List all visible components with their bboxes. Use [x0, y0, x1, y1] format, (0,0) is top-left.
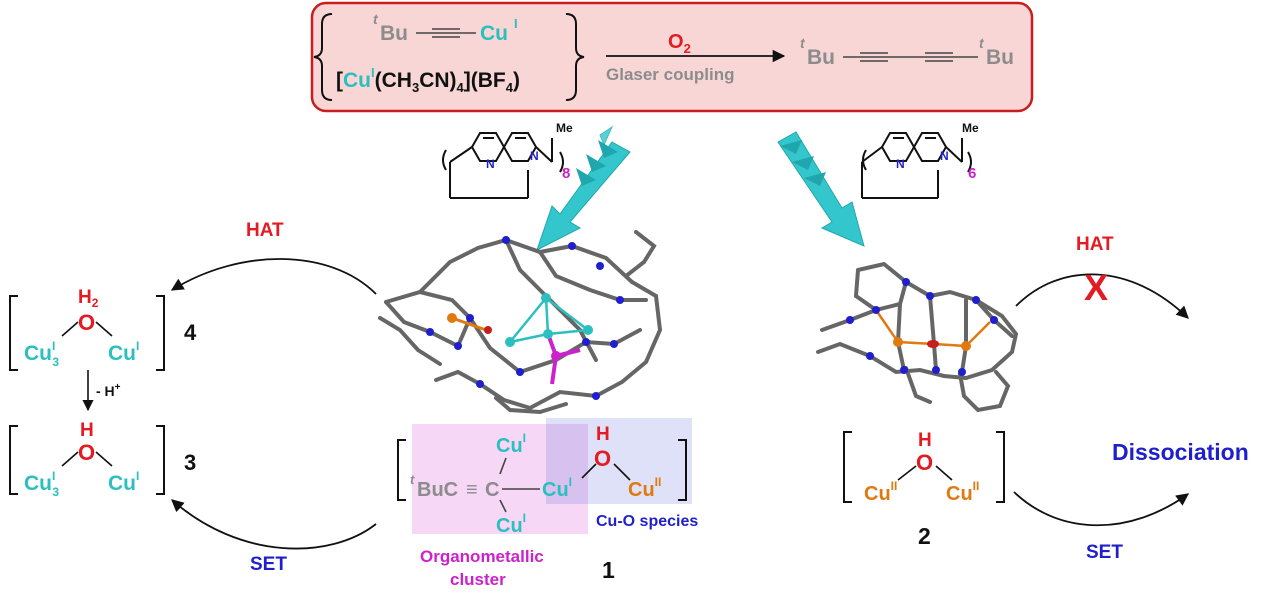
- ligand-right-methyl: Me: [962, 121, 979, 135]
- compound-2: H O CuII CuII 2: [843, 430, 1005, 549]
- organometallic-highlight: [412, 424, 588, 534]
- ligand-left-n1: N: [486, 157, 495, 171]
- c2-cu-right: CuII: [946, 479, 979, 505]
- c1-oxygen: O: [594, 446, 611, 471]
- ligand-left-methyl: Me: [556, 121, 573, 135]
- tbu-label: Bu: [380, 22, 408, 45]
- cuo-species-label: Cu-O species: [596, 513, 698, 530]
- c1-tbu-prefix: t: [410, 472, 415, 487]
- deprotonation-label: - H+: [96, 382, 121, 399]
- tbu-prefix: t: [373, 11, 379, 27]
- organometallic-label-line1: Organometallic: [420, 547, 544, 566]
- product-tbu1-prefix: t: [800, 35, 806, 51]
- species3-hydrogen: H: [80, 420, 94, 441]
- o2-label: O2: [668, 31, 691, 56]
- species4-oxygen: O: [78, 310, 95, 335]
- species3-oxygen: O: [78, 440, 95, 465]
- c1-cu-mid: CuI: [542, 475, 572, 501]
- product-tbu2: Bu: [986, 46, 1014, 69]
- cu-oxidation-state: I: [514, 16, 518, 31]
- c1-cu-ii: CuII: [628, 475, 661, 501]
- ligand-left-repeat-count: 8: [562, 165, 570, 182]
- c1-hydrogen: H: [596, 424, 610, 445]
- hat-arrow-right: [1015, 273, 1189, 319]
- c1-triple-bond: ≡: [466, 479, 478, 501]
- c1-tbuc: BuC: [417, 479, 458, 501]
- cuo-highlight: [546, 418, 692, 504]
- hat-label-left: HAT: [246, 220, 284, 241]
- compound1-number: 1: [602, 557, 615, 583]
- ligand-right-n1: N: [896, 157, 905, 171]
- c2-oxygen: O: [916, 450, 933, 475]
- c2-hydrogen: H: [918, 430, 932, 451]
- right-cycle: HAT X Dissociation SET: [1013, 234, 1249, 563]
- hat-label-right: HAT: [1076, 234, 1114, 255]
- ligand-right-macrocycle: [861, 132, 972, 199]
- species4-h2: H2: [78, 287, 99, 310]
- set-label-left: SET: [250, 554, 287, 575]
- c1-cu-top: CuI: [496, 431, 526, 457]
- ligand-left-n2: N: [530, 149, 539, 163]
- organometallic-label-line2: cluster: [450, 570, 506, 589]
- ligand-left-macrocycle: [442, 132, 564, 199]
- hat-arrow-left: [170, 258, 377, 295]
- product-tbu2-prefix: t: [979, 35, 985, 51]
- copper-salt-formula: [CuI(CH3CN)4](BF4): [336, 65, 520, 95]
- c1-carbon: C: [485, 479, 499, 501]
- left-brace: [313, 13, 333, 101]
- dissociation-label: Dissociation: [1112, 439, 1249, 465]
- cyan-arrow-left: [536, 125, 631, 252]
- ligand-right-n2: N: [940, 149, 949, 163]
- cyan-arrow-right: [777, 131, 865, 247]
- c1-cu-bottom: CuI: [496, 511, 526, 537]
- species3-cu-right: CuI: [108, 469, 139, 495]
- set-arrow-left: [171, 499, 377, 550]
- species3-number: 3: [184, 450, 196, 475]
- ligand-right-repeat-count: 6: [968, 165, 976, 182]
- c2-cu-left: CuII: [864, 479, 897, 505]
- compound2-number: 2: [918, 523, 931, 549]
- species4-number: 4: [184, 320, 197, 345]
- glaser-coupling-label: Glaser coupling: [606, 65, 734, 84]
- species4-cu-right: CuI: [108, 339, 139, 365]
- crystal-structure-1: [378, 230, 663, 415]
- set-arrow-right: [1013, 491, 1190, 527]
- top-reaction-box: t Bu Cu I [CuI(CH3CN)4](BF4) O2 Glaser c…: [310, 1, 1034, 113]
- compound-1: t BuC ≡ C CuI CuI CuI H O CuII Cu-O spec…: [397, 418, 698, 589]
- crystal-structure-2: [816, 261, 1019, 413]
- cu-label: Cu: [480, 22, 508, 45]
- hat-blocked-x: X: [1084, 267, 1108, 308]
- product-tbu1: Bu: [807, 46, 835, 69]
- set-label-right: SET: [1086, 542, 1123, 563]
- right-brace: [565, 13, 585, 101]
